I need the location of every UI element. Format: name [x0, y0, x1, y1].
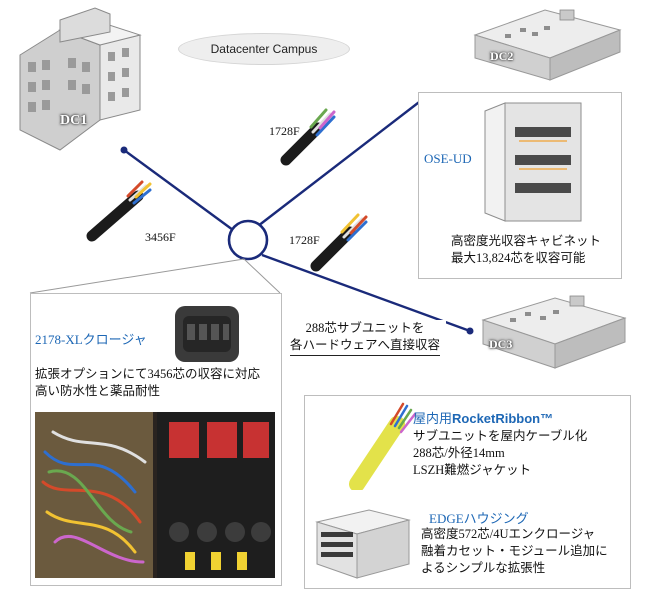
- dc3-label: DC3: [489, 337, 513, 351]
- ose-ud-title: OSE-UD: [424, 151, 472, 166]
- rocketribbon-cable-image: [349, 402, 417, 490]
- ose-ud-desc-line2: 最大13,824芯を収容可能: [451, 251, 586, 265]
- closure-title: 2178-XLクロージャ: [35, 332, 147, 347]
- rocketribbon-title-prefix: 屋内用: [413, 411, 453, 426]
- subunit-caption-line1: 288芯サブユニットを: [305, 321, 425, 335]
- subunit-caption-line2: 各ハードウェアへ直接収容: [289, 337, 440, 356]
- closure-panel: 2178-XLクロージャ 拡張オプションにて3456芯の収容に対応 高い防水性と…: [30, 293, 282, 586]
- edge-line1: 高密度572芯/4Uエンクロージャ: [421, 527, 596, 541]
- callout-line: [29, 258, 245, 294]
- dc3-endpoint: [466, 327, 474, 335]
- cable-end-dc2-mid: [310, 213, 368, 272]
- rocketribbon-title: 屋内用RocketRibbon™: [413, 408, 553, 427]
- callout-line: [243, 258, 281, 294]
- link-dc1: [123, 149, 234, 231]
- dc2-fiber-count-top: 1728F: [269, 124, 300, 138]
- dc2-building-image: [473, 9, 622, 81]
- dc1-endpoint: [120, 146, 128, 154]
- rocketribbon-line2: 288芯/外径14mm: [413, 446, 505, 460]
- closure-interior-photo: [35, 412, 275, 578]
- edge-housing-image: [315, 509, 411, 579]
- ose-ud-desc-line1: 高密度光収容キャビネット: [451, 234, 602, 248]
- cable-end-dc1: [86, 180, 152, 242]
- edge-line3: よるシンプルな拡張性: [421, 561, 546, 575]
- link-dc2: [257, 95, 428, 227]
- dc2-label: DC2: [490, 49, 514, 63]
- campus-label: Datacenter Campus: [178, 33, 350, 65]
- closure-image: [175, 306, 239, 362]
- dc2-fiber-count-mid: 1728F: [289, 233, 320, 247]
- closure-desc-line2: 高い防水性と薬品耐性: [35, 384, 161, 398]
- rocketribbon-line1: サブユニットを屋内ケーブル化: [413, 429, 588, 443]
- rocketribbon-line3: LSZH難燃ジャケット: [413, 463, 532, 477]
- cable-end-dc2-top: [280, 108, 336, 166]
- rocketribbon-title-name: RocketRibbon™: [452, 411, 554, 426]
- link-dc3: [261, 253, 471, 333]
- ose-ud-cabinet-image: [484, 102, 582, 222]
- edge-title: EDGEハウジング: [429, 511, 529, 526]
- hub-ring: [227, 219, 269, 261]
- subunit-caption: 288芯サブユニットを 各ハードウェアへ直接収容: [284, 320, 446, 356]
- dc1-label: DC1: [60, 113, 88, 128]
- edge-line2: 融着カセット・モジュール追加に: [421, 544, 608, 558]
- ose-ud-panel: OSE-UD 高密度光収容キャビネット 最大13,824芯を収容可能: [418, 92, 622, 279]
- products-panel: 屋内用RocketRibbon™ サブユニットを屋内ケーブル化 288芯/外径1…: [304, 395, 631, 589]
- dc1-building-image: [19, 7, 142, 151]
- closure-desc-line1: 拡張オプションにて3456芯の収容に対応: [35, 367, 261, 381]
- dc3-building-image: [481, 295, 627, 369]
- dc1-fiber-count: 3456F: [145, 230, 176, 244]
